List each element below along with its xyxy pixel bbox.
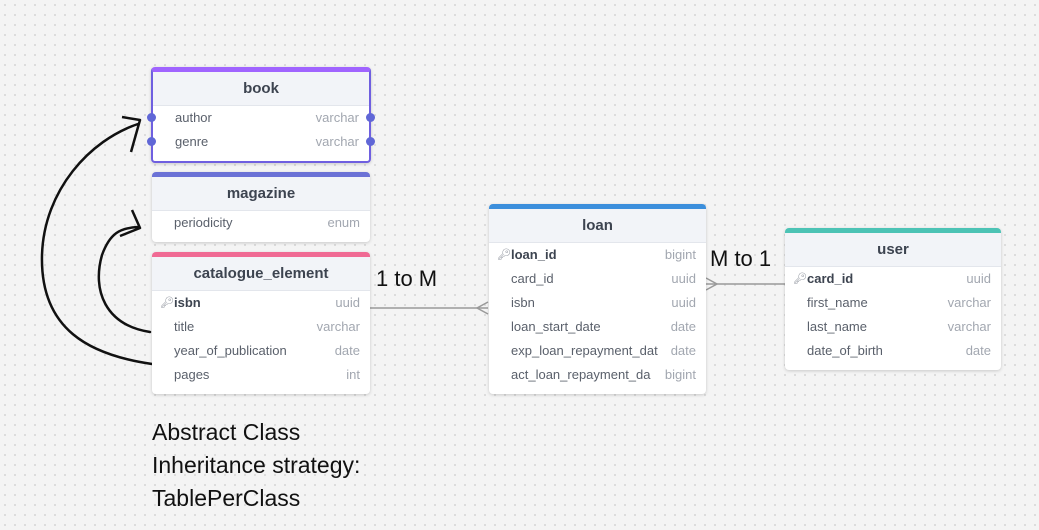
field-type: varchar [315, 110, 359, 125]
field-row[interactable]: isbn uuid [489, 291, 706, 315]
field-row[interactable]: exp_loan_repayment_dat date [489, 339, 706, 363]
table-title: magazine [152, 177, 370, 211]
field-name: first_name [807, 295, 868, 310]
key-icon: 🔑︎ [793, 273, 807, 285]
inheritance-arrowhead-magazine-icon [119, 209, 142, 238]
field-row[interactable]: 🔑︎ loan_id bigint [489, 243, 706, 267]
inheritance-arrowhead-book-icon [121, 115, 142, 153]
field-row[interactable]: genre varchar [147, 130, 375, 154]
field-name: act_loan_repayment_da [511, 367, 651, 382]
field-row[interactable]: year_of_publication date [152, 339, 370, 363]
field-row[interactable]: act_loan_repayment_da bigint [489, 363, 706, 387]
connector-handle[interactable] [366, 137, 375, 146]
field-type: varchar [316, 319, 360, 334]
field-type: uuid [671, 271, 696, 286]
relation-label-1-to-m: 1 to M [376, 266, 438, 291]
field-name: genre [175, 134, 209, 149]
field-type: date [670, 319, 696, 334]
field-name: last_name [807, 319, 867, 334]
field-row[interactable]: 🔑︎ card_id uuid [785, 267, 1001, 291]
field-name: card_id [511, 271, 554, 286]
field-name: card_id [807, 271, 854, 286]
field-type: varchar [315, 134, 359, 149]
field-type: uuid [966, 271, 991, 286]
connector-handle[interactable] [366, 113, 375, 122]
field-type: date [670, 343, 696, 358]
field-type: int [346, 367, 360, 382]
crowfoot-loan-right-icon [705, 277, 719, 291]
field-type: bigint [664, 367, 696, 382]
note-line: TablePerClass [152, 485, 301, 511]
inheritance-arrow-book [40, 122, 154, 366]
inheritance-arrow-magazine [97, 225, 152, 334]
relation-label-m-to-1: M to 1 [710, 246, 772, 271]
field-name: date_of_birth [807, 343, 883, 358]
annotation-note: Abstract Class Inheritance strategy: Tab… [152, 416, 360, 515]
field-type: enum [327, 215, 360, 230]
table-title: catalogue_element [152, 257, 370, 291]
field-row[interactable]: author varchar [147, 106, 375, 130]
table-title: user [785, 233, 1001, 267]
field-name: title [174, 319, 195, 334]
field-name: periodicity [174, 215, 233, 230]
field-row[interactable]: title varchar [152, 315, 370, 339]
field-row[interactable]: pages int [152, 363, 370, 387]
field-name: loan_start_date [511, 319, 601, 334]
field-row[interactable]: date_of_birth date [785, 339, 1001, 363]
connector-handle[interactable] [147, 137, 156, 146]
field-type: date [334, 343, 360, 358]
field-row[interactable]: card_id uuid [489, 267, 706, 291]
field-row[interactable]: last_name varchar [785, 315, 1001, 339]
table-magazine[interactable]: magazine periodicity enum [152, 172, 370, 242]
field-row[interactable]: 🔑︎ isbn uuid [152, 291, 370, 315]
field-type: uuid [671, 295, 696, 310]
field-type: date [965, 343, 991, 358]
table-user[interactable]: user 🔑︎ card_id uuid first_name varchar … [785, 228, 1001, 370]
field-name: exp_loan_repayment_dat [511, 343, 658, 358]
field-row[interactable]: periodicity enum [152, 211, 370, 235]
field-row[interactable]: loan_start_date date [489, 315, 706, 339]
key-icon: 🔑︎ [160, 297, 174, 309]
field-name: isbn [511, 295, 535, 310]
field-type: varchar [947, 319, 991, 334]
field-name: loan_id [511, 247, 557, 262]
note-line: Inheritance strategy: [152, 452, 361, 478]
field-name: pages [174, 367, 210, 382]
key-icon: 🔑︎ [497, 249, 511, 261]
note-line: Abstract Class [152, 419, 301, 445]
table-catalogue-element[interactable]: catalogue_element 🔑︎ isbn uuid title var… [152, 252, 370, 394]
field-type: uuid [335, 295, 360, 310]
crowfoot-loan-icon [475, 301, 489, 315]
table-title: loan [489, 209, 706, 243]
field-type: varchar [947, 295, 991, 310]
field-row[interactable]: first_name varchar [785, 291, 1001, 315]
table-title: book [153, 72, 369, 106]
table-loan[interactable]: loan 🔑︎ loan_id bigint card_id uuid isbn… [489, 204, 706, 394]
field-type: bigint [664, 247, 696, 262]
table-book[interactable]: book author varchar genre varchar [147, 67, 375, 163]
connector-handle[interactable] [147, 113, 156, 122]
field-name: year_of_publication [174, 343, 287, 358]
field-name: author [175, 110, 212, 125]
field-name: isbn [174, 295, 201, 310]
